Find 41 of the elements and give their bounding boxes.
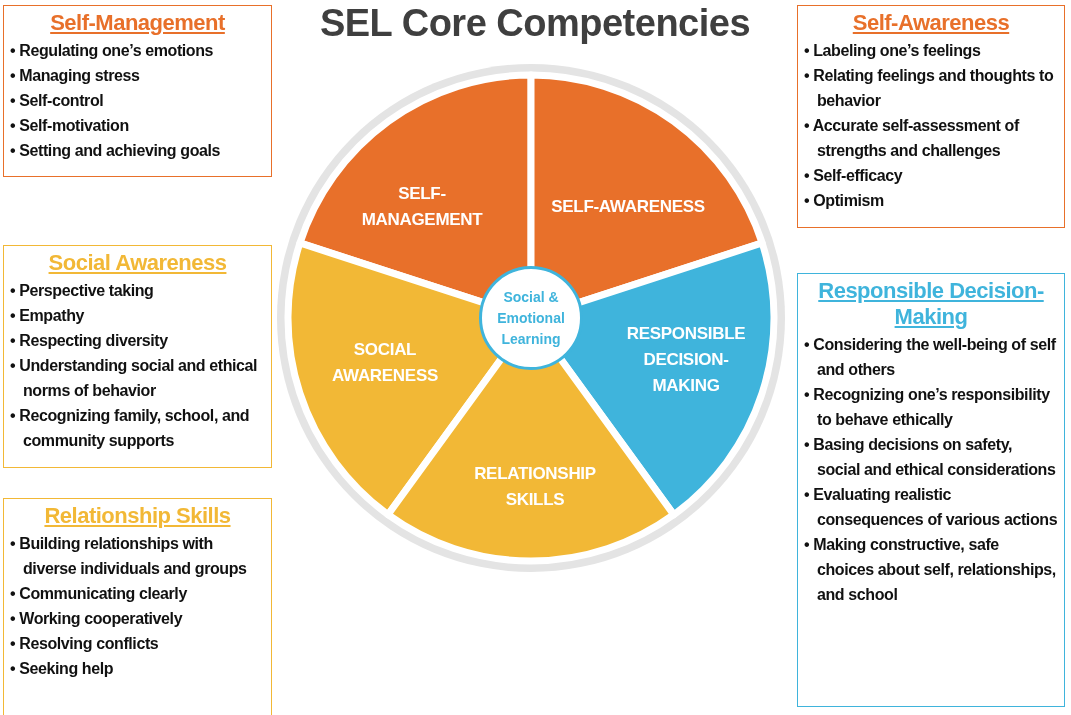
bullet-item: • Seeking help [10,659,115,679]
competency-card [797,5,1065,228]
competency-card [3,5,272,177]
competency-card [3,245,272,468]
card-heading: Self-Management [49,10,226,36]
segment-label: SELF-MANAGEMENT [360,183,484,231]
bullet-item: • Communicating clearly [10,584,188,604]
bullet-item: • Self-motivation [10,116,130,136]
bullet-item: • Setting and achieving goals [10,141,222,161]
bullet-item: • Perspective taking [10,281,155,301]
competency-card [3,498,272,715]
bullet-item: • Basing decisions on safety, social and ethical considerations [804,435,1057,480]
bullet-item: • Recognizing one’s responsibility to behave ethically [804,385,1051,430]
bullet-item: • Empathy [10,306,86,326]
segment-label: SELF-AWARENESS [550,196,706,218]
card-heading: Social Awareness [47,250,228,276]
bullet-item: • Making constructive, safe choices about self, relationships, and school [804,535,1057,605]
bullet-item: • Regulating one’s emotions [10,41,215,61]
bullet-item: • Respecting diversity [10,331,169,351]
competency-card [797,273,1065,707]
bullet-item: • Self-control [10,91,105,111]
bullet-item: • Resolving conflicts [10,634,160,654]
segment-label: RELATIONSHIP SKILLS [473,463,597,511]
title: SEL Core Competencies [318,2,752,45]
bullet-item: • Optimism [804,191,885,211]
bullet-item: • Evaluating realistic consequences of various actions [804,485,1058,530]
bullet-item: • Accurate self-assessment of strengths and challenges [804,116,1021,161]
card-heading: Responsible Decision-Making [817,278,1045,330]
bullet-item: • Considering the well-being of self and others [804,335,1057,380]
segment-label: RESPONSIBLE DECISION-MAKING [625,323,747,397]
bullet-item: • Managing stress [10,66,141,86]
bullet-item: • Understanding social and ethical norms of behavior [10,356,259,401]
bullet-item: • Working cooperatively [10,609,184,629]
bullet-item: • Self-efficacy [804,166,904,186]
bullet-item: • Recognizing family, school, and community supports [10,406,251,451]
bullet-item: • Labeling one’s feelings [804,41,982,61]
bullet-item: • Building relationships with diverse individuals and groups [10,534,248,579]
card-heading: Relationship Skills [43,503,232,529]
segment-label: SOCIAL AWARENESS [331,339,439,387]
bullet-item: • Relating feelings and thoughts to behavior [804,66,1055,111]
card-heading: Self-Awareness [851,10,1011,36]
